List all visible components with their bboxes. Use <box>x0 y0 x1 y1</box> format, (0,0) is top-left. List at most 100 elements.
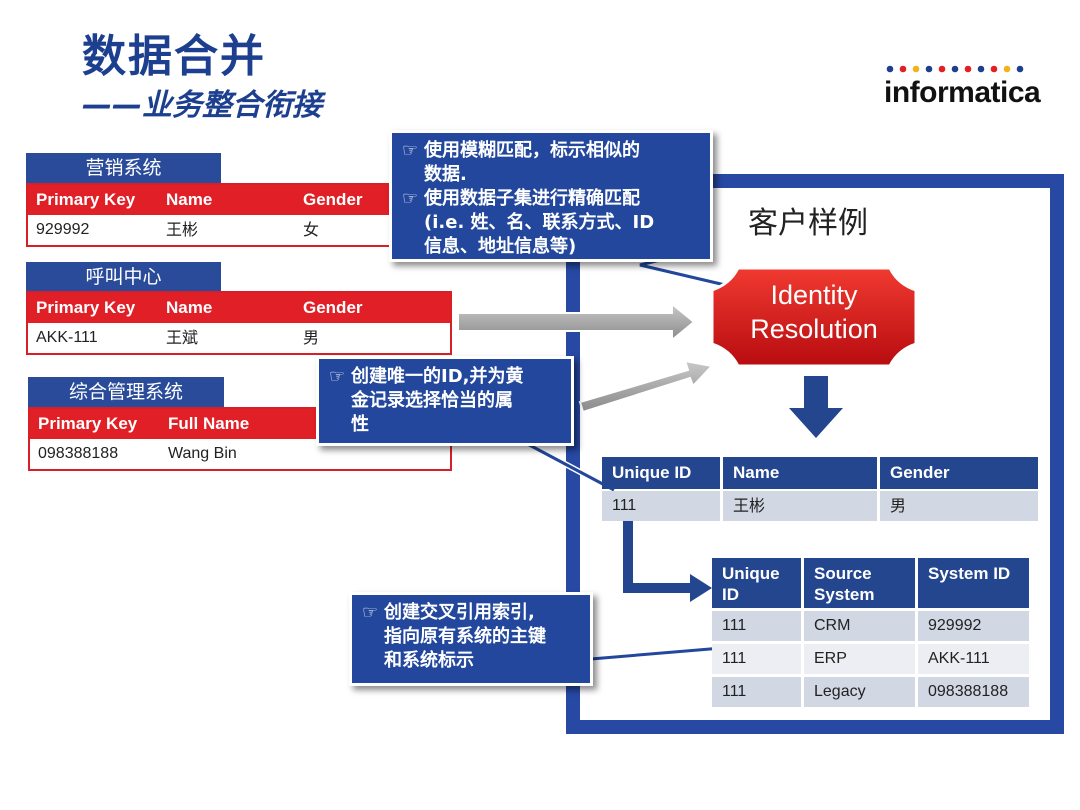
page-subtitle: ——业务整合衔接 <box>82 88 322 123</box>
logo-dots <box>886 65 1024 73</box>
table-cell: 111 <box>712 677 801 707</box>
header-cell: Gender <box>303 190 363 209</box>
header-cell: Gender <box>880 457 1038 489</box>
header-cell: Gender <box>303 298 363 317</box>
logo-dot <box>990 65 998 73</box>
header-cell: Unique ID <box>602 457 720 489</box>
table-cell: 098388188 <box>918 677 1029 707</box>
logo-dot <box>1016 65 1024 73</box>
arrow-right-icon <box>690 574 712 602</box>
callout-line: 和系统标示 <box>362 649 580 673</box>
callout-line: (i.e. 姓、名、联系方式、ID <box>402 211 700 235</box>
callout-cross-reference: ☞ 创建交叉引用索引, 指向原有系统的主键 和系统标示 <box>349 592 593 686</box>
callout-line: ☞ 使用数据子集进行精确匹配 <box>402 187 700 211</box>
pointer-unique <box>519 438 615 492</box>
header-cell: System ID <box>918 558 1029 608</box>
table-header: Unique ID Source System System ID <box>712 558 1032 608</box>
golden-record-table: Unique ID Name Gender 111 王彬 男 <box>602 457 1038 521</box>
table-cell: 王彬 <box>723 491 877 521</box>
callout-text: (i.e. 姓、名、联系方式、ID <box>424 212 655 233</box>
table-cell: ERP <box>804 644 915 674</box>
identity-resolution-shape <box>710 266 918 368</box>
logo-dot <box>886 65 894 73</box>
identity-resolution-label: Identity Resolution <box>700 278 928 346</box>
logo-dot <box>1003 65 1011 73</box>
identity-line-2: Resolution <box>750 314 878 344</box>
callout-text: 金记录选择恰当的属 <box>351 390 513 411</box>
header-cell: Full Name <box>168 414 250 433</box>
callout-text: 创建交叉引用索引, <box>384 602 535 623</box>
frame-title: 客户样例 <box>748 206 868 241</box>
callout-text: 和系统标示 <box>384 650 474 671</box>
header-cell: Source System <box>804 558 915 608</box>
callout-line: ☞ 创建交叉引用索引, <box>362 601 580 625</box>
logo-dot <box>938 65 946 73</box>
table-row: 111 ERP AKK-111 <box>712 644 1032 674</box>
table-row: 111 王彬 男 <box>602 491 1038 521</box>
logo-dot <box>899 65 907 73</box>
callout-fuzzy-match: ☞ 使用模糊匹配，标示相似的 数据. ☞ 使用数据子集进行精确匹配 (i.e. … <box>389 130 713 262</box>
callout-unique-id: ☞ 创建唯一的ID,并为黄 金记录选择恰当的属 性 <box>316 356 574 446</box>
callout-line: 金记录选择恰当的属 <box>329 389 561 413</box>
header-cell: Name <box>166 190 213 209</box>
callout-text: 信息、地址信息等) <box>424 236 577 257</box>
cross-reference-table: Unique ID Source System System ID 111 CR… <box>712 558 1032 707</box>
table-row: AKK-111 王斌 男 <box>28 323 450 353</box>
source-table-callcenter: Primary Key Name Gender AKK-111 王斌 男 <box>26 291 452 355</box>
callout-line: ☞ 使用模糊匹配，标示相似的 <box>402 139 700 163</box>
callout-text: 使用数据子集进行精确匹配 <box>424 188 640 209</box>
table-cell: 098388188 <box>38 445 119 462</box>
callout-text: 使用模糊匹配，标示相似的 <box>424 140 640 161</box>
logo-dot <box>977 65 985 73</box>
logo-dot <box>964 65 972 73</box>
callout-line: 性 <box>329 413 561 437</box>
header-cell: Name <box>166 298 213 317</box>
table-cell: 王斌 <box>166 328 199 347</box>
logo-dot <box>925 65 933 73</box>
table-cell: CRM <box>804 611 915 641</box>
table-row: 111 Legacy 098388188 <box>712 677 1032 707</box>
table-row: 929992 王彬 女 <box>28 215 392 245</box>
table-cell: 男 <box>303 328 320 347</box>
table-cell: 王彬 <box>166 220 199 239</box>
arrow-down-icon <box>789 376 843 438</box>
header-cell: Primary Key <box>36 298 136 317</box>
table-cell: 111 <box>712 611 801 641</box>
source-table-marketing: Primary Key Name Gender 929992 王彬 女 <box>26 183 394 247</box>
hand-pointer-icon: ☞ <box>402 140 419 161</box>
page-title: 数据合并 <box>82 31 266 82</box>
logo-text: informatica <box>884 76 1041 109</box>
hand-pointer-icon: ☞ <box>362 602 379 623</box>
header-cell: Primary Key <box>36 190 136 209</box>
table-cell: Legacy <box>804 677 915 707</box>
callout-line: 数据. <box>402 163 700 187</box>
table-cell: 111 <box>712 644 801 674</box>
table-cell: 女 <box>303 220 320 239</box>
source-label-legacy: 综合管理系统 <box>28 377 224 407</box>
informatica-logo: informatica <box>884 64 1041 114</box>
arrow-legacy-icon <box>578 359 714 414</box>
hand-pointer-icon: ☞ <box>402 188 419 209</box>
source-label-callcenter: 呼叫中心 <box>26 262 221 292</box>
callout-text: 数据. <box>424 164 467 185</box>
logo-dot <box>912 65 920 73</box>
table-cell: 929992 <box>36 221 90 238</box>
table-cell: Wang Bin <box>168 445 237 462</box>
identity-line-1: Identity <box>770 280 858 310</box>
table-row: 098388188 Wang Bin <box>30 439 450 469</box>
callout-line: 信息、地址信息等) <box>402 235 700 259</box>
table-header: Primary Key Name Gender <box>28 185 392 215</box>
table-header: Primary Key Name Gender <box>28 293 450 323</box>
source-label-marketing: 营销系统 <box>26 153 221 183</box>
table-cell: AKK-111 <box>918 644 1029 674</box>
callout-text: 指向原有系统的主键 <box>384 626 546 647</box>
callout-line: ☞ 创建唯一的ID,并为黄 <box>329 365 561 389</box>
header-cell: Unique ID <box>712 558 801 608</box>
table-row: 111 CRM 929992 <box>712 611 1032 641</box>
table-cell: 929992 <box>918 611 1029 641</box>
callout-line: 指向原有系统的主键 <box>362 625 580 649</box>
hand-pointer-icon: ☞ <box>329 366 346 387</box>
table-cell: 111 <box>602 491 720 521</box>
header-cell: Primary Key <box>38 414 138 433</box>
